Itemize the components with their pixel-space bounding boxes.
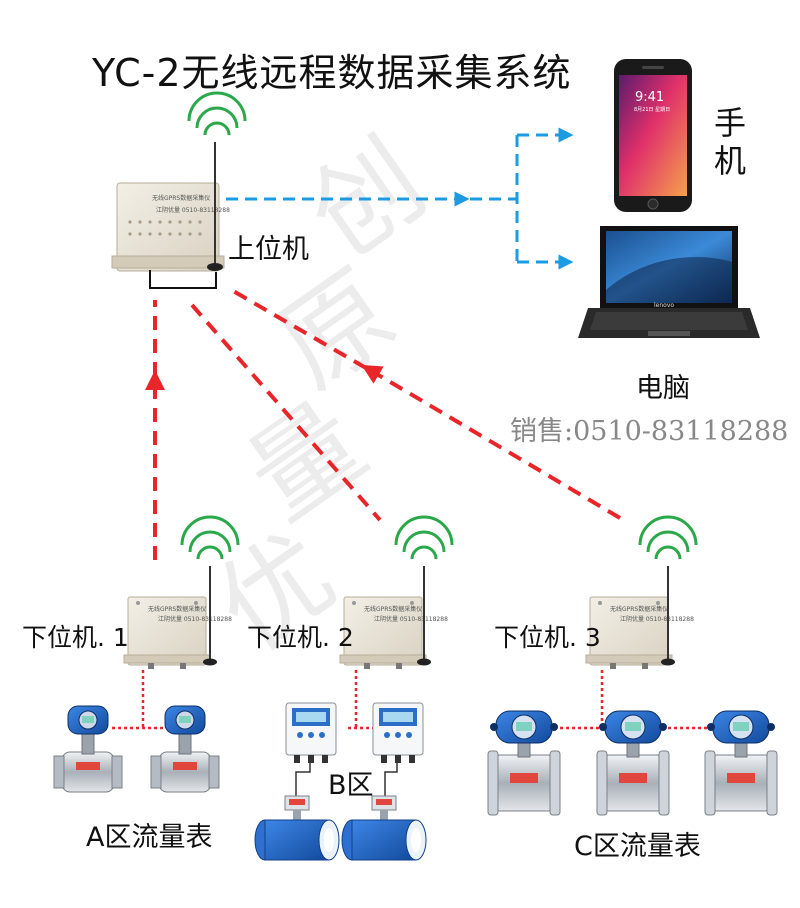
laptop-device: lenovo	[578, 226, 760, 338]
slave-3-antenna-signal-icon	[638, 515, 698, 561]
zone-b-sensor-2	[341, 795, 427, 861]
zone-b-cables	[295, 763, 398, 796]
phone-label-2: 机	[714, 142, 746, 180]
host-label: 上位机	[228, 234, 309, 265]
zone-b-converter-1	[285, 702, 337, 764]
host-unit: 无线GPRS数据采集仪 江阴优量 0510-83118288	[111, 142, 230, 289]
phone-date: 8月21日 星期日	[634, 107, 670, 113]
zone-a-flowmeter-1	[53, 705, 123, 793]
zone-b-converter-2	[372, 702, 424, 764]
slave-unit-2	[339, 566, 449, 670]
pc-label: 电脑	[636, 373, 690, 404]
slave-2-antenna-signal-icon	[394, 515, 454, 561]
host-antenna-signal-icon	[187, 91, 247, 137]
zone-b-label: B区	[328, 770, 374, 801]
downlink-arrows	[226, 127, 574, 270]
zone-a-flowmeter-2	[150, 705, 220, 793]
slave-label-2: 下位机. 2	[247, 623, 354, 652]
phone-time: 9:41	[635, 90, 664, 105]
slave-label-1: 下位机. 1	[22, 623, 129, 652]
diagram-title: YC-2无线远程数据采集系统	[91, 51, 572, 95]
zone-a-label: A区流量表	[86, 822, 212, 853]
uplink-arrows	[145, 286, 622, 560]
phone-device: 9:41 8月21日 星期日	[614, 59, 692, 212]
sales-phone: 销售:0510-83118288	[510, 416, 788, 447]
zone-b-sensor-1	[254, 795, 340, 861]
watermark-char: 量	[227, 380, 387, 544]
watermark-char: 原	[257, 248, 417, 412]
svg-text:江阴优量 0510-83118288: 江阴优量 0510-83118288	[156, 206, 230, 214]
slave-label-3: 下位机. 3	[494, 623, 601, 652]
svg-text:无线GPRS数据采集仪: 无线GPRS数据采集仪	[152, 194, 210, 202]
zone-c-flowmeter-2	[596, 710, 670, 816]
phone-label-1: 手	[714, 104, 746, 142]
slave-unit-1	[123, 566, 233, 670]
laptop-brand: lenovo	[654, 302, 674, 309]
zone-c-label: C区流量表	[574, 831, 701, 862]
slave-unit-3	[585, 566, 695, 670]
zone-c-flowmeter-3	[704, 710, 778, 816]
zone-c-flowmeter-1	[487, 710, 561, 816]
